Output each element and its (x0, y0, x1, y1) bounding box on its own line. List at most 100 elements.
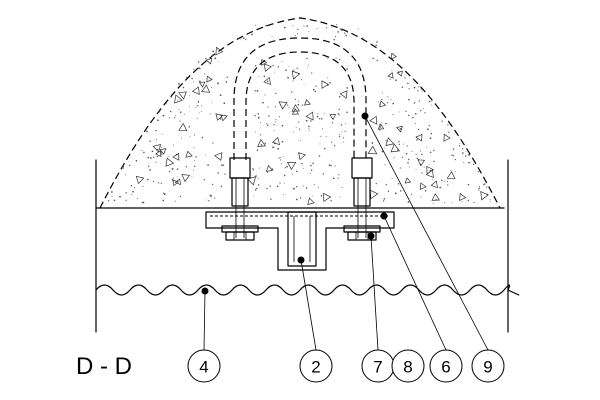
aggregate-speck (245, 38, 247, 41)
aggregate-speck (176, 99, 178, 101)
aggregate-speck (391, 177, 393, 179)
aggregate-triangle (419, 182, 427, 190)
aggregate-speck (171, 96, 173, 98)
aggregate-speck (430, 132, 433, 135)
aggregate-speck (318, 118, 321, 120)
aggregate-triangle (417, 159, 426, 167)
aggregate-speck (254, 90, 257, 92)
aggregate-speck (339, 58, 341, 61)
aggregate-speck (345, 122, 347, 124)
aggregate-speck (293, 187, 295, 190)
aggregate-speck (200, 110, 202, 112)
aggregate-speck (417, 128, 420, 131)
aggregate-speck (288, 107, 289, 109)
aggregate-speck (407, 162, 409, 164)
aggregate-speck (317, 186, 319, 188)
aggregate-speck (467, 183, 470, 186)
aggregate-speck (464, 155, 467, 157)
aggregate-speck (194, 165, 196, 168)
aggregate-speck (160, 182, 162, 184)
aggregate-triangle (329, 114, 337, 121)
aggregate-speck (338, 95, 341, 98)
aggregate-triangle (201, 84, 211, 93)
aggregate-speck (346, 31, 349, 33)
aggregate-speck (197, 101, 200, 103)
aggregate-speck (322, 173, 325, 175)
aggregate-speck (205, 57, 207, 60)
aggregate-speck (439, 186, 442, 189)
aggregate-speck (339, 196, 341, 198)
aggregate-speck (346, 111, 348, 114)
aggregate-speck (162, 114, 165, 117)
aggregate-speck (303, 25, 305, 27)
aggregate-triangle (459, 193, 467, 201)
aggregate-speck (292, 25, 294, 27)
aggregate-speck (279, 156, 281, 158)
leader-lines (203, 115, 489, 351)
aggregate-speck (211, 183, 214, 186)
aggregate-speck (257, 184, 260, 186)
section-label: D - D (76, 353, 132, 380)
aggregate-speck (131, 193, 133, 195)
aggregate-speck (282, 156, 284, 157)
aggregate-speck (128, 164, 131, 167)
aggregate-speck (423, 166, 425, 168)
aggregate-speck (316, 28, 318, 29)
aggregate-speck (178, 83, 180, 85)
aggregate-speck (113, 199, 116, 202)
aggregate-speck (179, 195, 182, 198)
aggregate-triangle (390, 143, 400, 153)
aggregate-speck (308, 125, 310, 128)
aggregate-speck (297, 103, 300, 106)
aggregate-speck (430, 100, 432, 102)
aggregate-speck (447, 184, 449, 186)
aggregate-speck (381, 150, 384, 153)
aggregate-speck (431, 178, 433, 180)
aggregate-speck (398, 143, 400, 146)
aggregate-speck (287, 76, 289, 79)
aggregate-speck (161, 153, 163, 155)
aggregate-triangle (185, 150, 193, 158)
aggregate-speck (217, 172, 219, 174)
aggregate-speck (157, 182, 160, 184)
aggregate-speck (211, 86, 213, 89)
aggregate-speck (207, 164, 209, 166)
aggregate-speck (342, 141, 344, 143)
aggregate-speck (325, 135, 327, 137)
aggregate-speck (285, 69, 287, 71)
aggregate-triangle (178, 122, 188, 132)
aggregate-speck (149, 169, 151, 171)
aggregate-speck (335, 24, 337, 26)
aggregate-speck (194, 160, 196, 162)
aggregate-triangle (215, 46, 224, 56)
aggregate-speck (381, 122, 383, 124)
aggregate-speck (454, 171, 456, 173)
aggregate-speck (335, 57, 337, 59)
aggregate-speck (125, 199, 127, 201)
aggregate-speck (323, 113, 325, 115)
aggregate-speck (433, 160, 435, 163)
aggregate-speck (387, 96, 389, 98)
aggregate-speck (125, 192, 127, 194)
aggregate-speck (225, 81, 228, 83)
aggregate-speck (424, 190, 427, 192)
aggregate-speck (142, 185, 144, 187)
aggregate-speck (183, 113, 185, 115)
aggregate-triangle (291, 108, 300, 115)
aggregate-speck (130, 185, 133, 187)
aggregate-triangle (369, 189, 379, 200)
aggregate-speck (459, 142, 461, 144)
aggregate-speck (383, 147, 385, 149)
aggregate-speck (467, 199, 470, 202)
aggregate-speck (415, 123, 417, 124)
aggregate-speck (193, 169, 194, 171)
aggregate-speck (176, 168, 179, 170)
aggregate-speck (305, 119, 308, 122)
aggregate-speck (408, 166, 410, 168)
aggregate-speck (298, 121, 300, 123)
aggregate-speck (254, 114, 256, 117)
aggregate-speck (280, 162, 282, 164)
aggregate-speck (258, 75, 260, 77)
aggregate-triangle (443, 133, 451, 142)
aggregate-speck (171, 178, 173, 180)
